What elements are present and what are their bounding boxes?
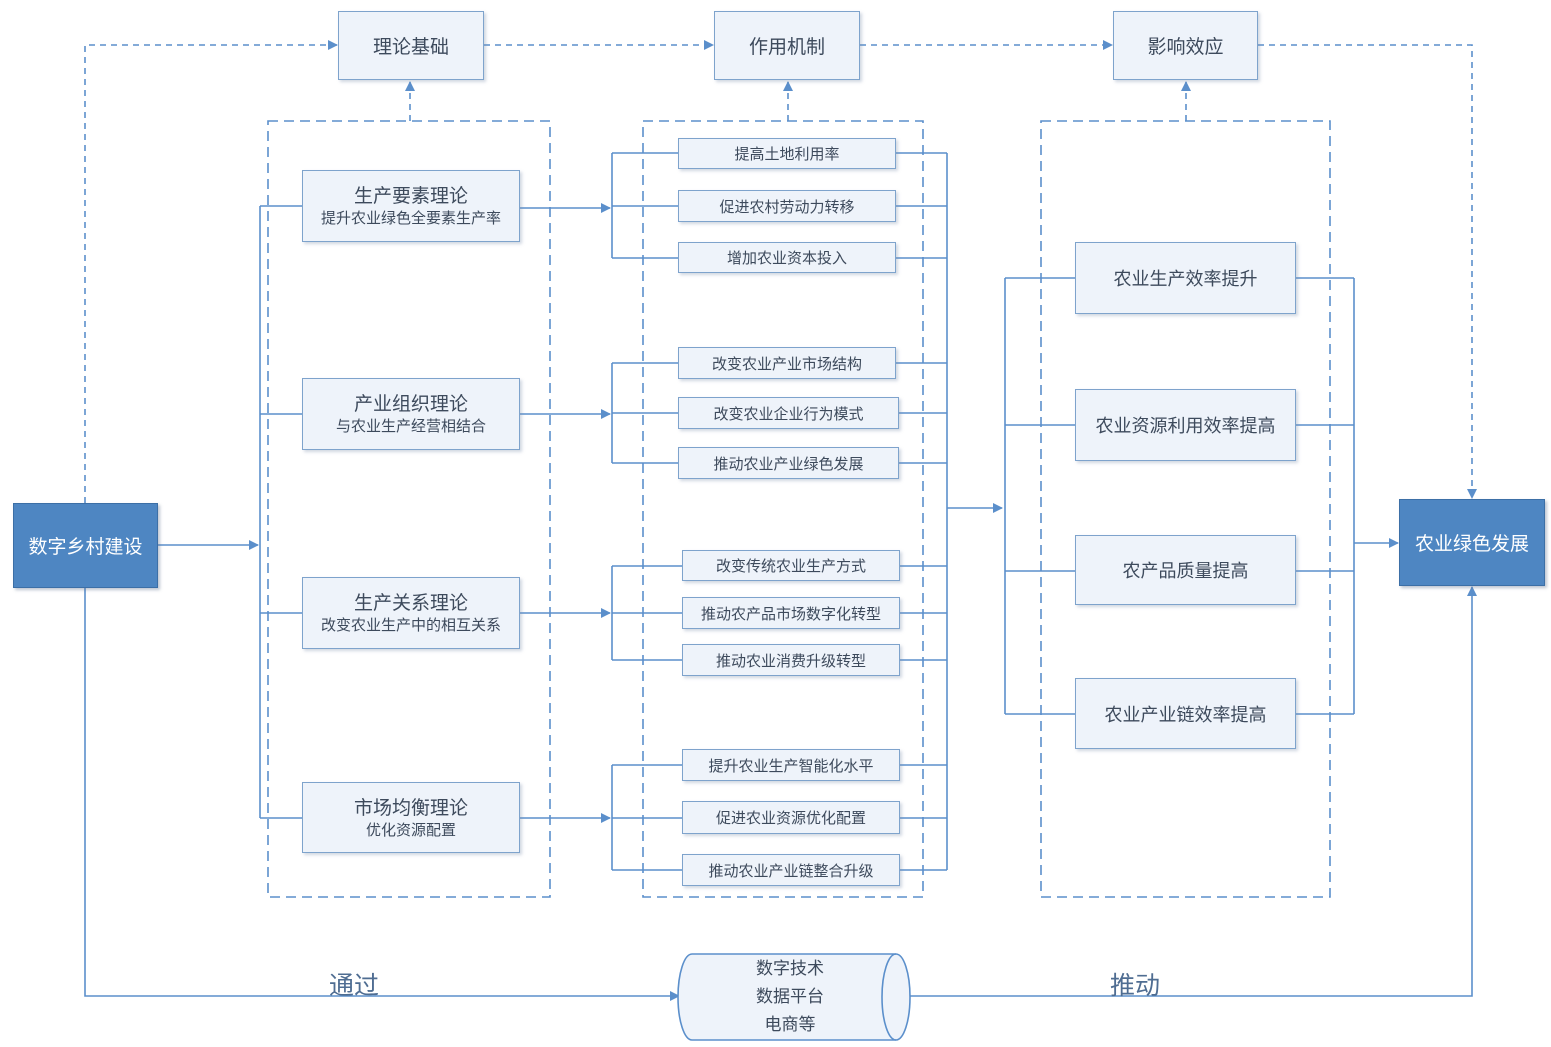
- mechanism-label: 改变农业产业市场结构: [711, 354, 862, 373]
- top-flow-source: [84, 40, 338, 503]
- theory-subtitle: 改变农业生产中的相互关系: [320, 616, 501, 634]
- mechanism-label: 推动农业产业链整合升级: [708, 861, 874, 880]
- via-label: 通过: [329, 971, 380, 1000]
- tech-platform-line: 电商等: [764, 1015, 816, 1035]
- target-node: 农业绿色发展: [1399, 499, 1545, 586]
- mechanism-node: 提升农业生产智能化水平: [682, 749, 900, 781]
- mechanism-node: 改变农业产业市场结构: [678, 347, 896, 379]
- theory-node: 生产要素理论 提升农业绿色全要素生产率: [302, 170, 520, 242]
- mechanism-node: 改变农业企业行为模式: [678, 397, 899, 429]
- source-label: 数字乡村建设: [28, 536, 143, 558]
- theory-header-label: 理论基础: [372, 36, 449, 58]
- mechanism-label: 提升农业生产智能化水平: [708, 756, 874, 775]
- effect-group-frame: [1040, 120, 1331, 898]
- source-node: 数字乡村建设: [13, 503, 158, 588]
- effect-node: 农业生产效率提升: [1075, 242, 1296, 314]
- mechanism-label: 提高土地利用率: [734, 145, 840, 163]
- theory-node: 产业组织理论 与农业生产经营相结合: [302, 378, 520, 450]
- mechanism-node: 推动农产品市场数字化转型: [682, 597, 900, 629]
- mechanism-node: 改变传统农业生产方式: [682, 550, 900, 581]
- mechanism-label: 改变传统农业生产方式: [715, 557, 866, 575]
- bottom-flow-drive: [908, 586, 1477, 997]
- mechanism-node: 增加农业资本投入: [678, 242, 896, 273]
- theory-group-frame: [267, 120, 551, 898]
- mechanism-label: 改变农业企业行为模式: [713, 404, 864, 423]
- effect-label: 农业生产效率提升: [1113, 269, 1258, 290]
- mechanism-label: 推动农业消费升级转型: [715, 651, 866, 670]
- top-flow-effect-target: [1258, 44, 1477, 499]
- mechanism-node: 促进农村劳动力转移: [678, 190, 896, 222]
- effect-label: 农产品质量提高: [1122, 561, 1249, 582]
- effect-node: 农业产业链效率提高: [1075, 678, 1296, 749]
- tech-platform-line: 数据平台: [756, 987, 824, 1007]
- mechanism-label: 推动农业产业绿色发展: [713, 454, 864, 473]
- mechanism-label: 促进农村劳动力转移: [719, 197, 855, 216]
- drive-label: 推动: [1110, 971, 1161, 1000]
- theory-node: 市场均衡理论 优化资源配置: [302, 782, 520, 853]
- mechanism-label: 增加农业资本投入: [726, 249, 847, 267]
- mechanism-label: 促进农业资源优化配置: [715, 809, 866, 827]
- effect-node: 农产品质量提高: [1075, 535, 1296, 605]
- effect-label: 农业产业链效率提高: [1104, 704, 1267, 726]
- theory-subtitle: 与农业生产经营相结合: [335, 417, 486, 435]
- mechanism-node: 推动农业产业链整合升级: [682, 854, 900, 886]
- theory-title: 市场均衡理论: [353, 796, 468, 819]
- mechanism-header: 作用机制: [714, 11, 860, 80]
- mechanism-node: 推动农业消费升级转型: [682, 644, 900, 676]
- effect-header-label: 影响效应: [1147, 36, 1224, 58]
- effect-node: 农业资源利用效率提高: [1075, 389, 1296, 461]
- mechanism-label: 推动农产品市场数字化转型: [700, 604, 881, 623]
- tech-platform-text: 数字技术 数据平台 电商等: [700, 955, 880, 1039]
- theory-title: 产业组织理论: [353, 393, 468, 415]
- mechanism-node: 提高土地利用率: [678, 138, 896, 169]
- theory-subtitle: 提升农业绿色全要素生产率: [320, 209, 501, 227]
- mechanism-header-label: 作用机制: [748, 36, 825, 58]
- tech-platform-line: 数字技术: [756, 959, 824, 979]
- effect-label: 农业资源利用效率提高: [1095, 416, 1276, 437]
- theory-subtitle: 优化资源配置: [365, 820, 456, 839]
- theory-node: 生产关系理论 改变农业生产中的相互关系: [302, 577, 520, 649]
- target-label: 农业绿色发展: [1414, 533, 1529, 555]
- bottom-flow-via: [84, 588, 680, 1001]
- theory-header: 理论基础: [338, 11, 484, 80]
- theory-title: 生产要素理论: [353, 185, 468, 207]
- effect-header: 影响效应: [1113, 11, 1258, 80]
- theory-title: 生产关系理论: [353, 592, 468, 614]
- mechanism-node: 推动农业产业绿色发展: [678, 447, 899, 479]
- mechanism-node: 促进农业资源优化配置: [682, 801, 900, 834]
